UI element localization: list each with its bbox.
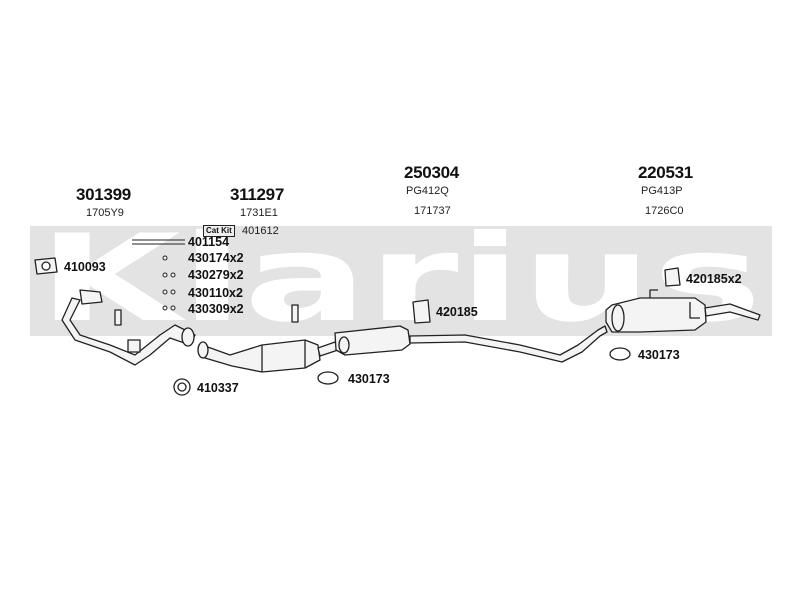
assembly-ref2-rear: 1726C0 [645, 205, 684, 217]
downpipe-part [61, 289, 196, 366]
assembly-ref-centre: PG412Q [406, 185, 449, 197]
cat-kit-badge: Cat Kit [203, 225, 235, 237]
part-label: 420185 [436, 305, 478, 319]
assembly-number-catalyst: 311297 [230, 185, 284, 204]
rear-silencer-part [605, 289, 761, 333]
part-label: 430309x2 [188, 302, 244, 316]
part-label: 410093 [64, 260, 106, 274]
part-label: 430279x2 [188, 268, 244, 282]
fixings-icons [132, 239, 185, 311]
part-label: 410337 [197, 381, 239, 395]
part-label: 420185x2 [686, 272, 742, 286]
part-label: 401154 [188, 235, 230, 249]
assembly-number-centre: 250304 [404, 163, 459, 182]
assembly-number-rear: 220531 [638, 163, 693, 182]
assembly-ref-catalyst: 1731E1 [240, 207, 278, 219]
catalytic-converter-part [197, 339, 339, 373]
centre-silencer-part [334, 325, 608, 363]
assembly-number-downpipe: 301399 [76, 185, 131, 204]
hardware-icons [34, 257, 681, 396]
assembly-ref2-centre: 171737 [414, 205, 451, 217]
part-label: 430110x2 [188, 286, 243, 300]
assembly-ref-downpipe: 1705Y9 [86, 207, 124, 219]
part-label: 430174x2 [188, 251, 244, 265]
part-label: 430173 [638, 348, 680, 362]
watermark: Klarius [30, 210, 772, 349]
assembly-ref-rear: PG413P [641, 185, 683, 197]
part-label: 430173 [348, 372, 390, 386]
cat-kit-number: 401612 [242, 225, 279, 237]
